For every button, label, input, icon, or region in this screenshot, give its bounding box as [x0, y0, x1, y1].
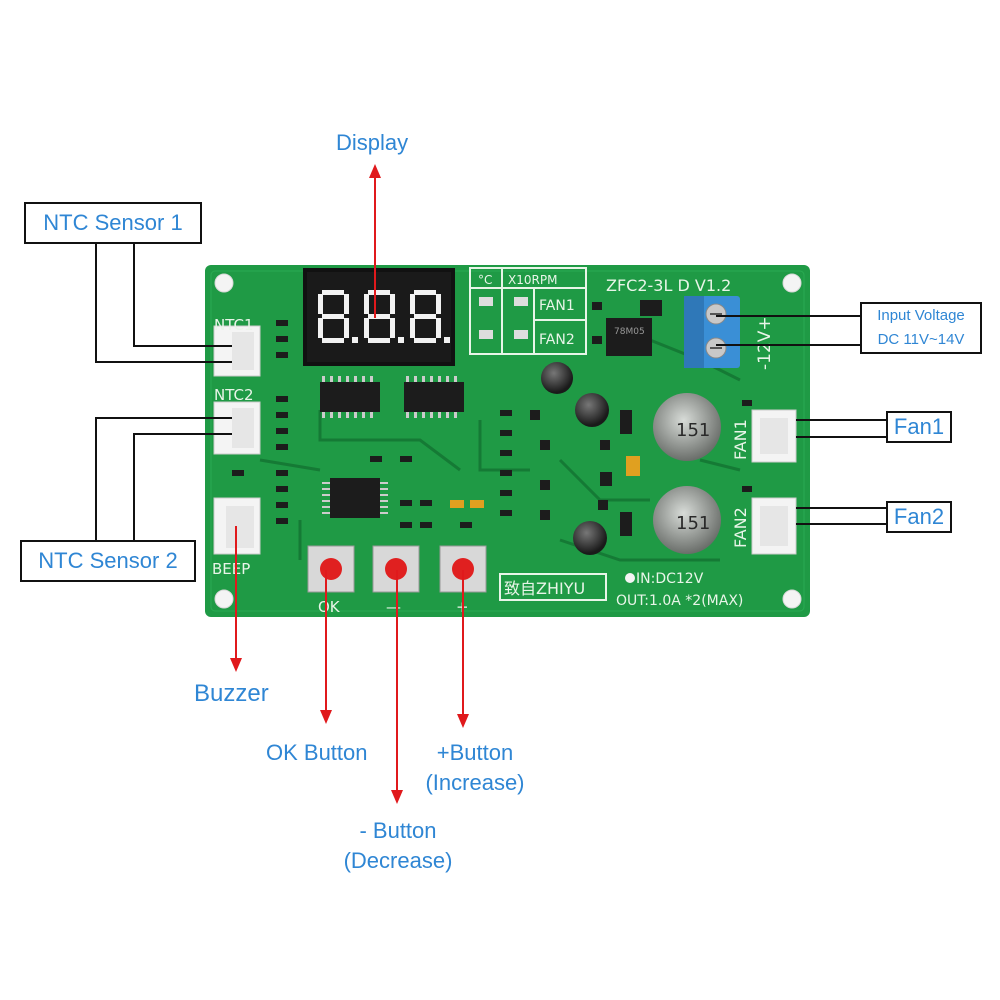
- board-model: ZFC2-3L D V1.2: [606, 276, 731, 295]
- board-unit-rpm: X10RPM: [508, 273, 557, 287]
- mounting-hole: [214, 273, 234, 293]
- ntc2-connector: [213, 401, 261, 455]
- board-brand: 致自ZHIYU: [504, 579, 585, 598]
- electrolytic-capacitor: [541, 362, 573, 394]
- board-indicator-fan1: FAN1: [539, 298, 575, 314]
- display-segment: [322, 314, 344, 319]
- ntc-sensor-2-label: NTC Sensor 2: [20, 540, 196, 582]
- input-voltage-label: Input Voltage DC 11V~14V: [860, 302, 982, 354]
- board-fan1-port: FAN1: [731, 419, 750, 460]
- voltage-regulator: 78M05: [592, 300, 662, 356]
- fan1-label: Fan1: [886, 411, 952, 443]
- board-btn-minus: —: [386, 598, 401, 616]
- display-segment: [436, 294, 441, 314]
- board-indicator-fan2: FAN2: [539, 332, 575, 348]
- mounting-hole: [782, 273, 802, 293]
- fan1-connector: [751, 409, 797, 463]
- seven-segment-display: [303, 268, 455, 366]
- board-btn-ok: OK: [318, 598, 341, 616]
- fan2-label: Fan2: [886, 501, 952, 533]
- display-segment: [322, 290, 344, 295]
- board-spec-out: OUT:1.0A *2(MAX): [616, 593, 743, 609]
- led-indicator: [514, 297, 528, 306]
- display-segment: [436, 318, 441, 338]
- board-fan2-port: FAN2: [731, 507, 750, 548]
- display-segment: [364, 294, 369, 314]
- board-ntc2: NTC2: [214, 386, 254, 404]
- display-segment: [368, 314, 390, 319]
- indicator-panel: [469, 267, 587, 355]
- led-indicator: [514, 330, 528, 339]
- display-segment: [368, 338, 390, 343]
- ok-button-label: OK Button: [266, 740, 368, 765]
- display-segment: [344, 294, 349, 314]
- inductor-marking: 151: [676, 420, 710, 441]
- plus-button-line2: (Increase): [425, 770, 525, 795]
- display-segment: [390, 294, 395, 314]
- minus-button-line1: - Button: [359, 818, 437, 843]
- driver-ic: [320, 376, 464, 418]
- board-beep: BEEP: [212, 560, 250, 578]
- display-segment: [414, 314, 436, 319]
- plus-button-line1: +Button: [436, 740, 514, 765]
- display-segment: [344, 318, 349, 338]
- mounting-hole: [214, 589, 234, 609]
- power-inductor: 151: [653, 486, 721, 554]
- display-decimal-point: [352, 337, 358, 343]
- minus-button-label: - Button (Decrease): [318, 816, 478, 876]
- display-segment: [364, 318, 369, 338]
- display-label: Display: [336, 130, 409, 155]
- plus-button-label: +Button (Increase): [400, 738, 550, 798]
- power-screw-terminal: [684, 296, 740, 368]
- board-ntc1: NTC1: [214, 316, 254, 334]
- board-power-label: -12V+: [755, 316, 775, 370]
- fan2-connector: [751, 497, 797, 555]
- inductor-marking: 151: [676, 513, 710, 534]
- led-indicator: [479, 330, 493, 339]
- display-segment: [318, 318, 323, 338]
- electrolytic-capacitor: [575, 393, 609, 427]
- display-segment: [368, 290, 390, 295]
- input-voltage-line1: Input Voltage: [877, 307, 965, 324]
- minus-button-line2: (Decrease): [343, 848, 453, 873]
- board-spec-in: IN:DC12V: [636, 571, 704, 587]
- ntc1-connector: [213, 325, 261, 377]
- ntc-sensor-1-label: NTC Sensor 1: [24, 202, 202, 244]
- mounting-hole: [782, 589, 802, 609]
- display-segment: [322, 338, 344, 343]
- led-indicator: [479, 297, 493, 306]
- electrolytic-capacitor: [573, 521, 607, 555]
- ok-tactile-button: [307, 545, 355, 593]
- microcontroller: [322, 478, 388, 518]
- display-decimal-point: [398, 337, 404, 343]
- display-segment: [414, 338, 436, 343]
- regulator-marking: 78M05: [614, 327, 645, 337]
- board-unit-celsius: °C: [478, 273, 492, 287]
- callout-arrows: [230, 164, 469, 804]
- leader-lines: [95, 243, 888, 541]
- input-voltage-line2: DC 11V~14V: [877, 331, 965, 348]
- display-segment: [414, 290, 436, 295]
- power-inductor: 151: [653, 393, 721, 461]
- buzzer-label: Buzzer: [194, 680, 269, 707]
- display-decimal-point: [444, 337, 450, 343]
- display-segment: [410, 294, 415, 314]
- display-segment: [410, 318, 415, 338]
- display-segment: [390, 318, 395, 338]
- display-segment: [318, 294, 323, 314]
